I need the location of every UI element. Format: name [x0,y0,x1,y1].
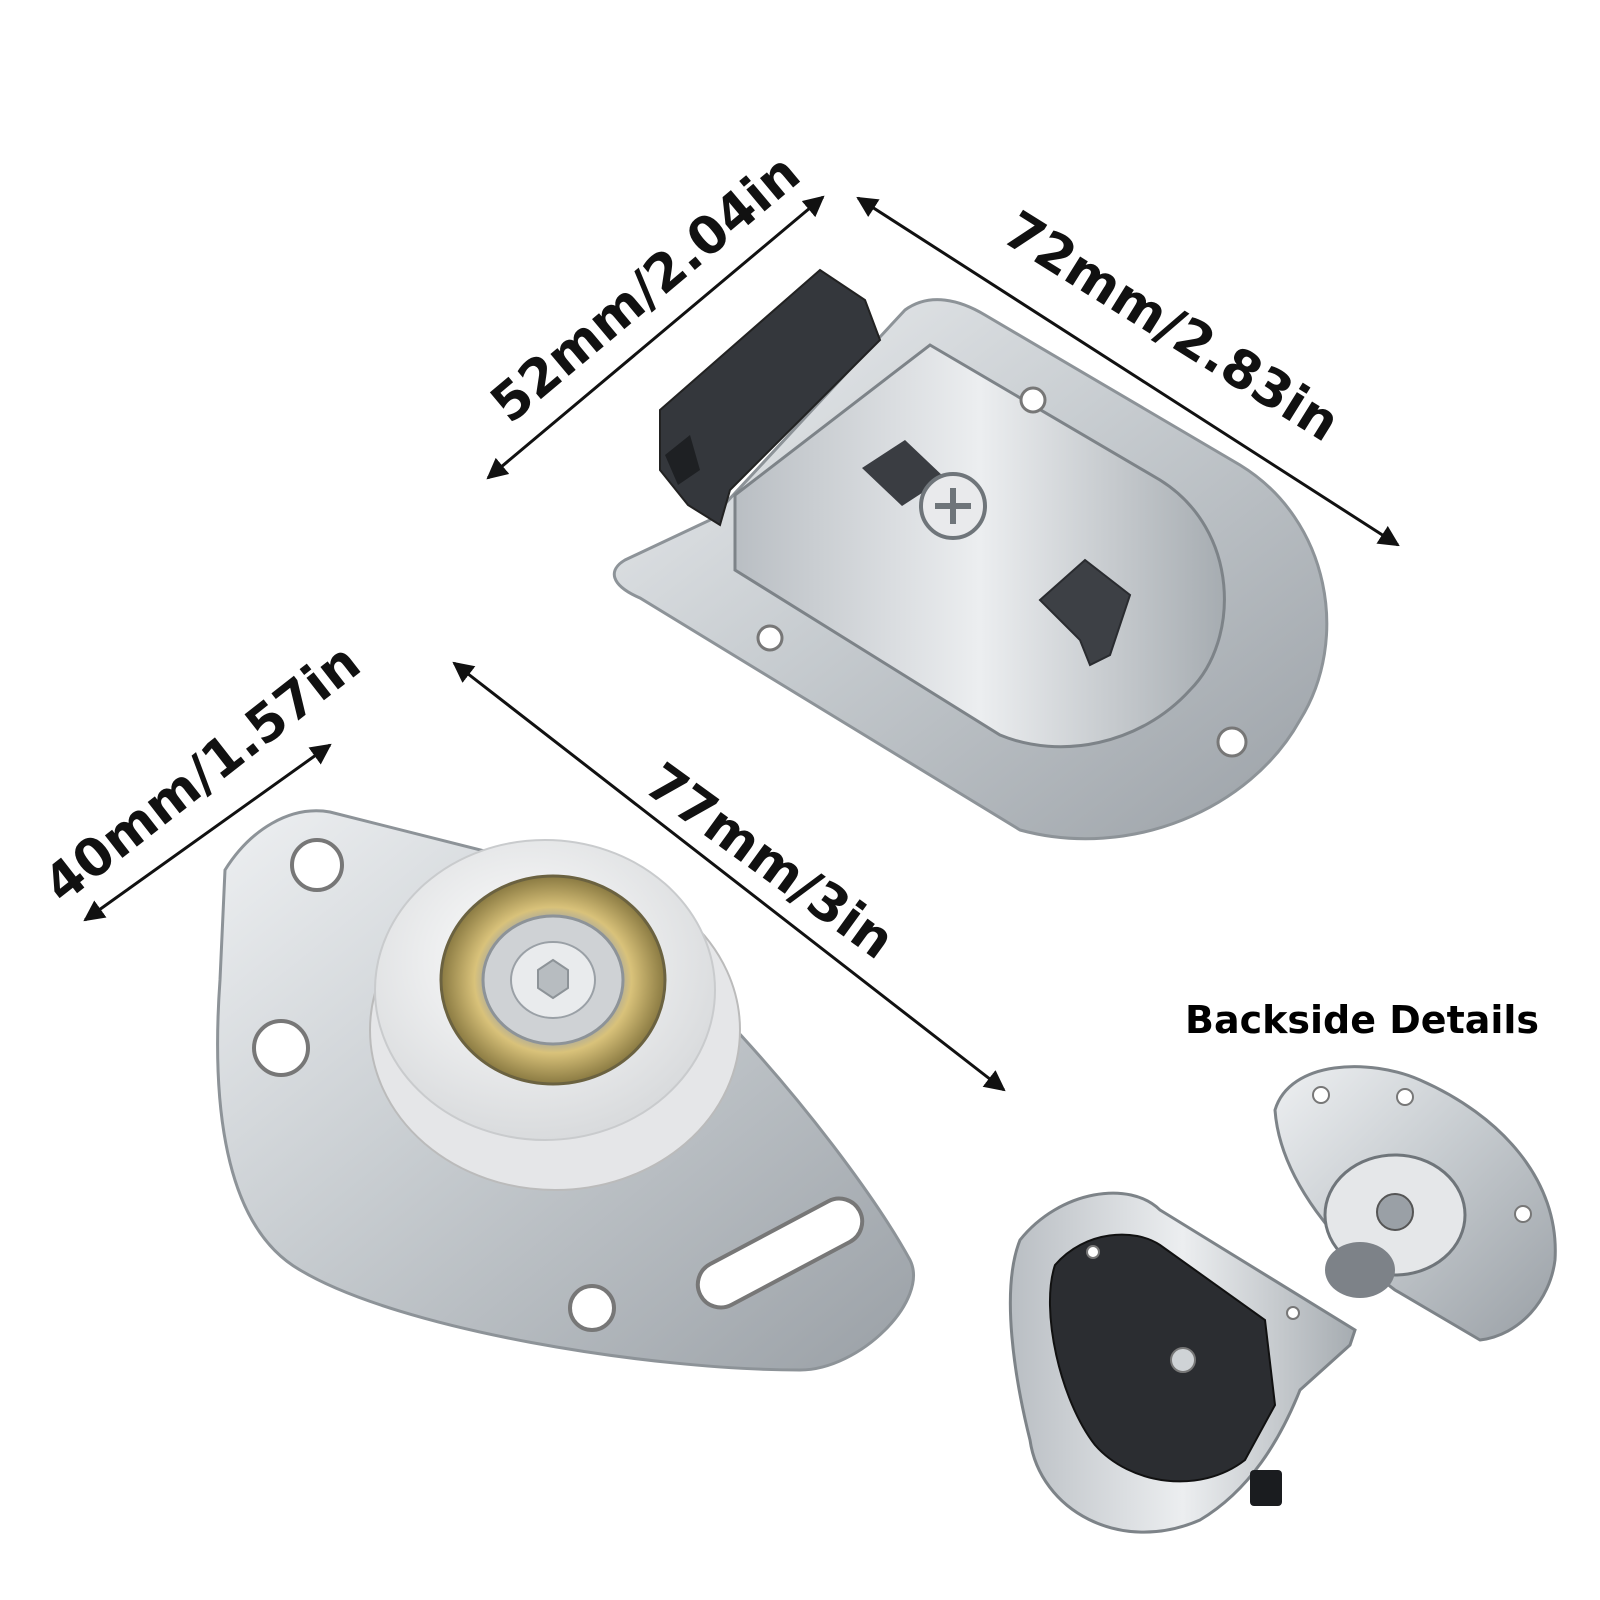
backside-detail-photo [1008,1065,1557,1534]
arrow-guide-length [856,196,1400,547]
dimension-arrows [83,195,1400,1092]
backside-heading: Backside Details [1185,998,1539,1042]
arrow-roller-length [452,661,1006,1092]
arrow-roller-width [83,743,332,922]
arrow-guide-width [486,195,825,480]
